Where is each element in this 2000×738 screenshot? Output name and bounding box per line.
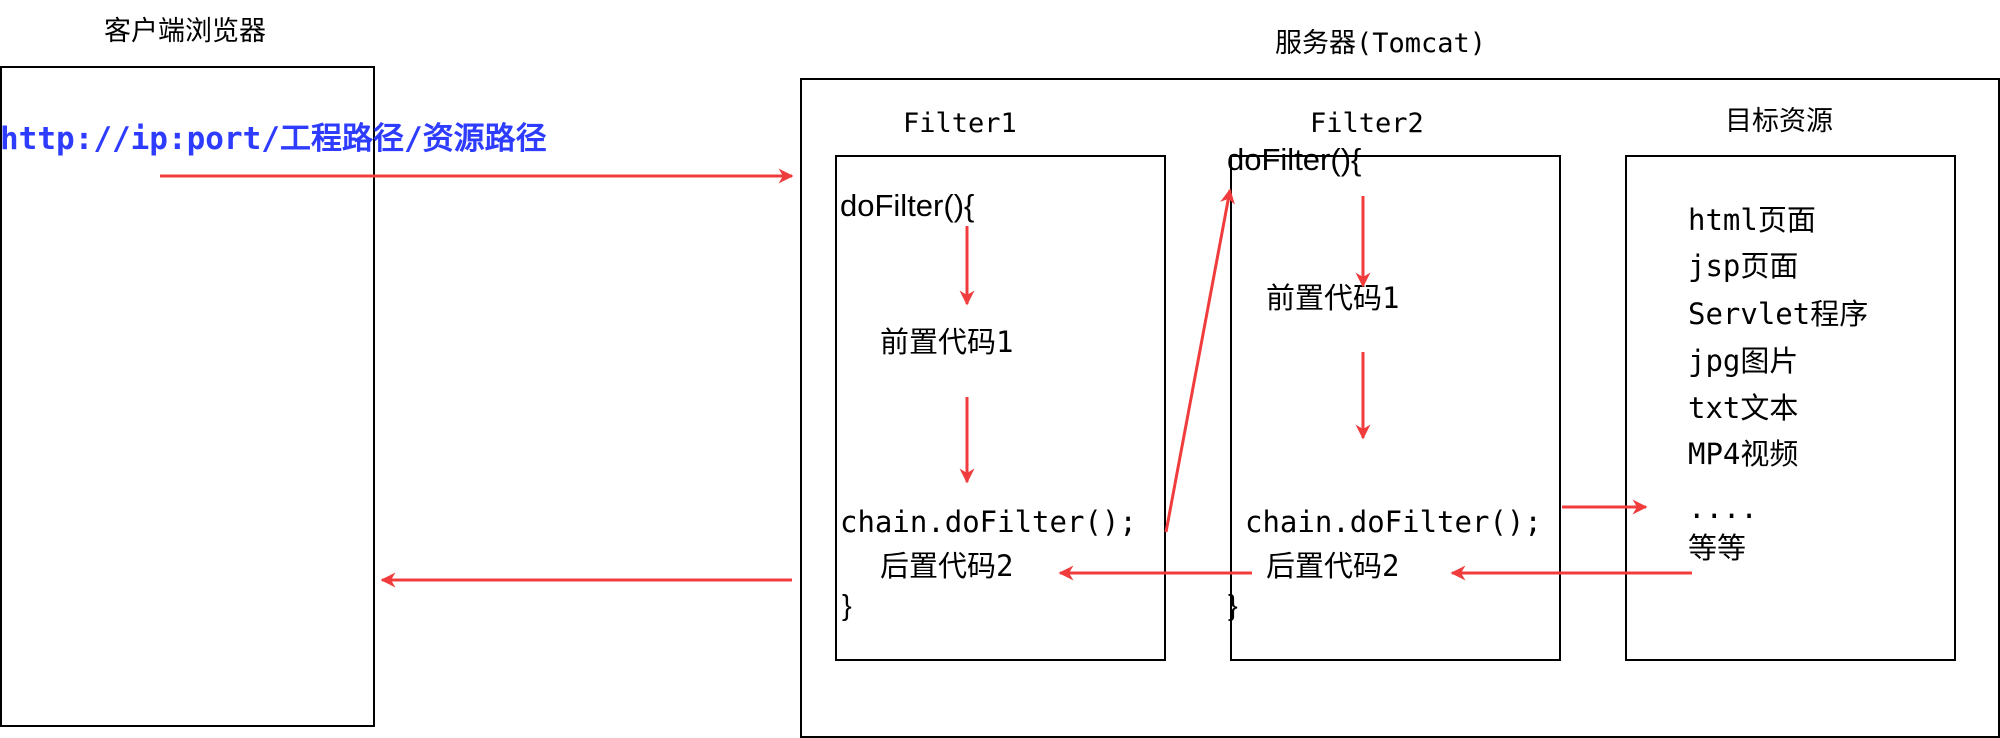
filter1-title: Filter1 — [903, 108, 1017, 139]
filter1-pre-code: 前置代码1 — [880, 325, 1014, 359]
filter2-box — [1230, 155, 1561, 661]
target-item: MP4视频 — [1688, 437, 1799, 471]
request-url: http://ip:port/工程路径/资源路径 — [0, 121, 547, 157]
target-item: .... — [1688, 491, 1758, 525]
filter2-pre-code: 前置代码1 — [1266, 281, 1400, 315]
filter1-close-brace: } — [842, 590, 852, 622]
target-item: jsp页面 — [1688, 249, 1799, 283]
client-box — [0, 66, 375, 727]
target-item: html页面 — [1688, 203, 1816, 237]
chain-to-filter2-arrow — [1164, 188, 1235, 533]
target-item: txt文本 — [1688, 391, 1799, 425]
filter2-chain-call: chain.doFilter(); — [1245, 505, 1542, 539]
target-item: jpg图片 — [1688, 344, 1799, 378]
target-item: 等等 — [1688, 531, 1747, 565]
filter1-chain-call: chain.doFilter(); — [840, 505, 1137, 539]
filter1-dofilter-open: doFilter(){ — [840, 188, 975, 223]
filter2-title: Filter2 — [1310, 108, 1424, 139]
filter1-box — [835, 155, 1166, 661]
target-box — [1625, 155, 1956, 661]
target-title: 目标资源 — [1725, 106, 1833, 137]
server-title: 服务器(Tomcat) — [1275, 28, 1487, 59]
filter2-dofilter-open: doFilter(){ — [1227, 142, 1362, 177]
filter2-close-brace: } — [1228, 590, 1238, 622]
client-title: 客户端浏览器 — [104, 16, 266, 47]
filter1-post-code: 后置代码2 — [880, 549, 1014, 583]
server-box — [800, 78, 2000, 738]
target-item: Servlet程序 — [1688, 297, 1869, 331]
filter2-post-code: 后置代码2 — [1266, 549, 1400, 583]
